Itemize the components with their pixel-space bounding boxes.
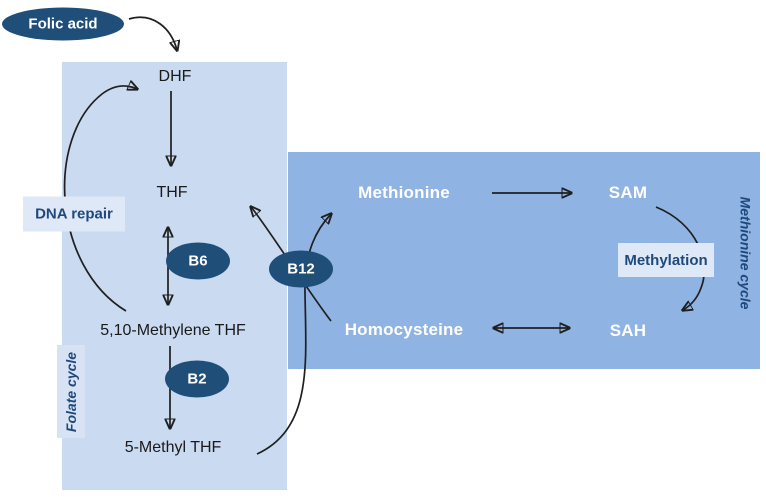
arrow-folicacid-to-dhf bbox=[128, 16, 177, 50]
b2-cofactor: B2 bbox=[165, 360, 229, 398]
folic-acid-node: Folic acid bbox=[2, 7, 124, 41]
folate-cycle-region-label-text: Folate cycle bbox=[63, 351, 79, 432]
b12-cofactor: B12 bbox=[269, 250, 333, 288]
thf-node: THF bbox=[156, 184, 188, 201]
dhf-node: DHF bbox=[158, 68, 192, 85]
methylation-label-box: Methylation bbox=[618, 243, 714, 277]
folate-cycle-region-label: Folate cycle bbox=[57, 345, 85, 438]
homocysteine-node: Homocysteine bbox=[344, 320, 464, 339]
methylene-thf-node: 5,10-Methylene THF bbox=[100, 322, 246, 339]
dna-repair-label-box: DNA repair bbox=[23, 196, 125, 232]
methionine-cycle-region-label: Methionine cycle bbox=[731, 195, 759, 310]
sah-node: SAH bbox=[609, 321, 647, 340]
b6-cofactor: B6 bbox=[166, 242, 230, 280]
sam-node: SAM bbox=[608, 183, 648, 202]
methionine-cycle-region-label-text: Methionine cycle bbox=[737, 196, 753, 309]
methyl-thf-node: 5-Methyl THF bbox=[124, 439, 222, 456]
folate-cycle-box bbox=[62, 62, 287, 490]
methionine-node: Methionine bbox=[358, 183, 450, 202]
